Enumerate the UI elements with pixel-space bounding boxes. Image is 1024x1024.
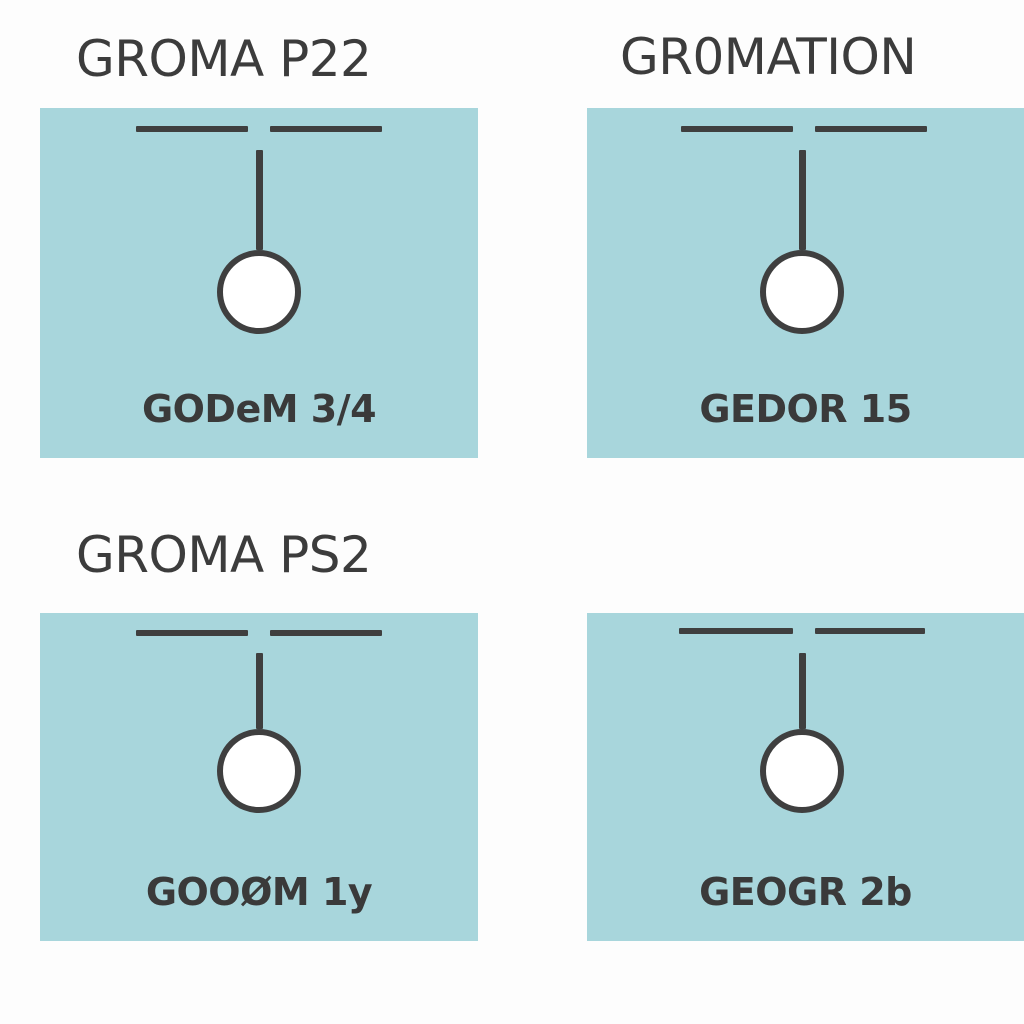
diagram-panel-2: GEDOR 15 [587,108,1024,458]
heading-bottom-left: GROMA PS2 [76,526,372,584]
pendant-stem [799,653,806,729]
bar-right [270,126,382,132]
heading-top-left: GROMA P22 [76,30,372,88]
pendant-stem [256,653,263,729]
pendant-lamp-icon [217,250,301,334]
panel-label: GODeM 3/4 [141,387,377,431]
bar-left [136,630,248,636]
panel-label: GEDOR 15 [699,387,912,431]
bar-right [815,126,927,132]
pendant-lamp-icon [760,250,844,334]
panel-label: GEOGR 2b [699,870,912,914]
heading-top-right: GR0MATION [620,28,917,86]
bar-right [815,628,925,634]
panel-label: GOOØM 1y [145,870,373,914]
diagram-panel-1: GODeM 3/4 [40,108,478,458]
pendant-stem [799,150,806,250]
diagram-panel-4: GEOGR 2b [587,613,1024,941]
diagram-panel-3: GOOØM 1y [40,613,478,941]
bar-left [681,126,793,132]
bar-left [136,126,248,132]
pendant-lamp-icon [760,729,844,813]
bar-right [270,630,382,636]
pendant-stem [256,150,263,250]
pendant-lamp-icon [217,729,301,813]
bar-left [679,628,793,634]
